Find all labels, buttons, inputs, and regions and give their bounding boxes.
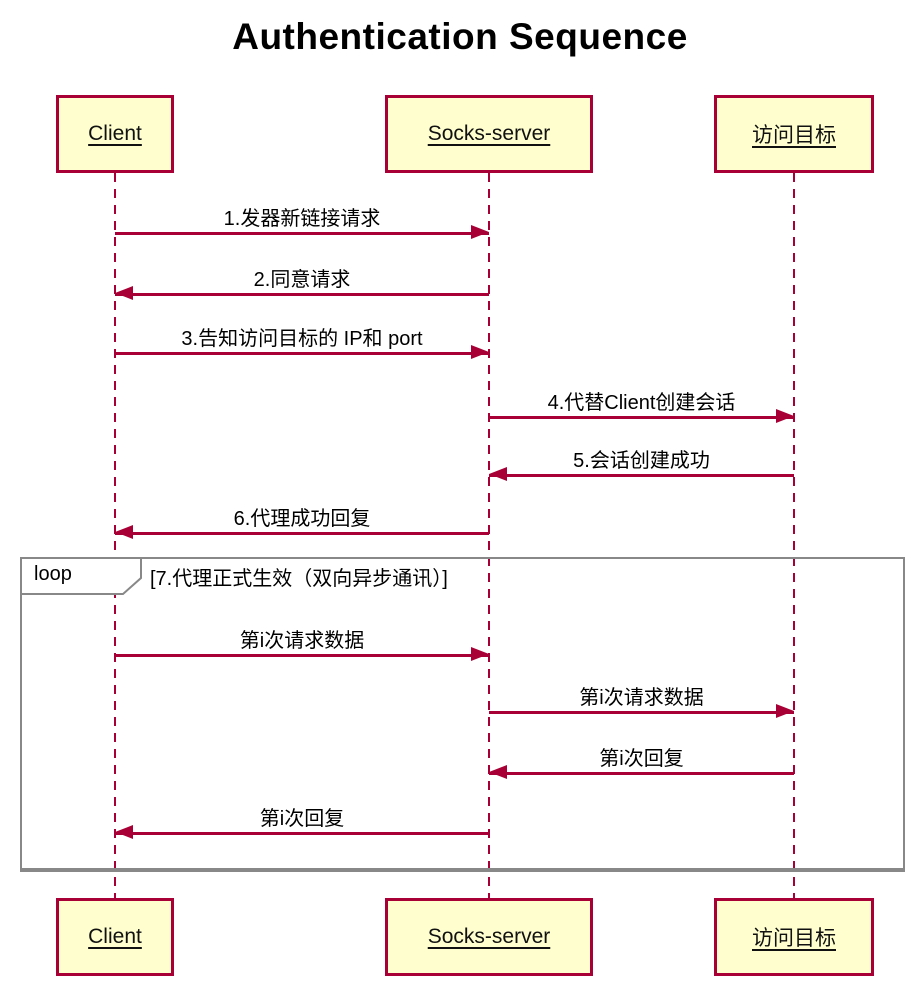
main-message-line-1	[115, 232, 489, 235]
participant-client-top: Client	[56, 95, 174, 173]
loop-message-label-1: 第i次请求数据	[239, 630, 365, 652]
main-message-label-2: 2.同意请求	[253, 269, 351, 291]
main-message-label-6: 6.代理成功回复	[233, 508, 371, 530]
main-message-label-1: 1.发器新链接请求	[223, 208, 381, 230]
loop-message-line-4	[115, 832, 489, 835]
participant-socks-top: Socks-server	[385, 95, 593, 173]
participant-target-top: 访问目标	[714, 95, 874, 173]
loop-condition-label: [7.代理正式生效（双向异步通讯）]	[150, 568, 448, 590]
arrow-head-icon	[115, 286, 133, 300]
loop-message-label-3: 第i次回复	[599, 748, 684, 770]
participant-label: Client	[88, 925, 142, 948]
loop-frame: loop [7.代理正式生效（双向异步通讯）]	[20, 557, 905, 872]
loop-message-label-2: 第i次请求数据	[579, 687, 704, 709]
loop-message-label-4: 第i次回复	[259, 808, 345, 830]
arrow-head-icon	[776, 704, 794, 718]
arrow-head-icon	[489, 467, 507, 481]
participant-label: Socks-server	[427, 925, 551, 948]
arrow-head-icon	[471, 647, 489, 661]
loop-message-line-3	[489, 772, 794, 775]
main-message-line-4	[489, 416, 794, 419]
main-message-line-3	[115, 352, 489, 355]
arrow-head-icon	[489, 765, 507, 779]
main-message-label-4: 4.代替Client创建会话	[547, 392, 736, 414]
lifeline-socks	[488, 173, 490, 898]
main-message-line-5	[489, 474, 794, 477]
participant-target-bottom: 访问目标	[714, 898, 874, 976]
participant-label: 访问目标	[752, 927, 836, 950]
loop-message-line-1	[115, 654, 489, 657]
loop-operator-label: loop	[34, 563, 72, 585]
main-message-label-5: 5.会话创建成功	[573, 450, 710, 472]
arrow-head-icon	[471, 345, 489, 359]
arrow-head-icon	[115, 825, 133, 839]
participant-label: Client	[88, 122, 142, 145]
arrow-head-icon	[471, 225, 489, 239]
arrow-head-icon	[776, 409, 794, 423]
lifeline-target	[793, 173, 795, 898]
main-message-line-2	[115, 293, 489, 296]
loop-message-line-2	[489, 711, 794, 714]
participant-label: Socks-server	[427, 122, 551, 145]
participant-socks-bottom: Socks-server	[385, 898, 593, 976]
main-message-line-6	[115, 532, 489, 535]
main-message-label-3: 3.告知访问目标的 IP和 port	[181, 328, 423, 350]
diagram-title: Authentication Sequence	[232, 16, 688, 57]
arrow-head-icon	[115, 525, 133, 539]
loop-operator-badge	[20, 557, 142, 595]
participant-client-bottom: Client	[56, 898, 174, 976]
participant-label: 访问目标	[752, 124, 836, 147]
